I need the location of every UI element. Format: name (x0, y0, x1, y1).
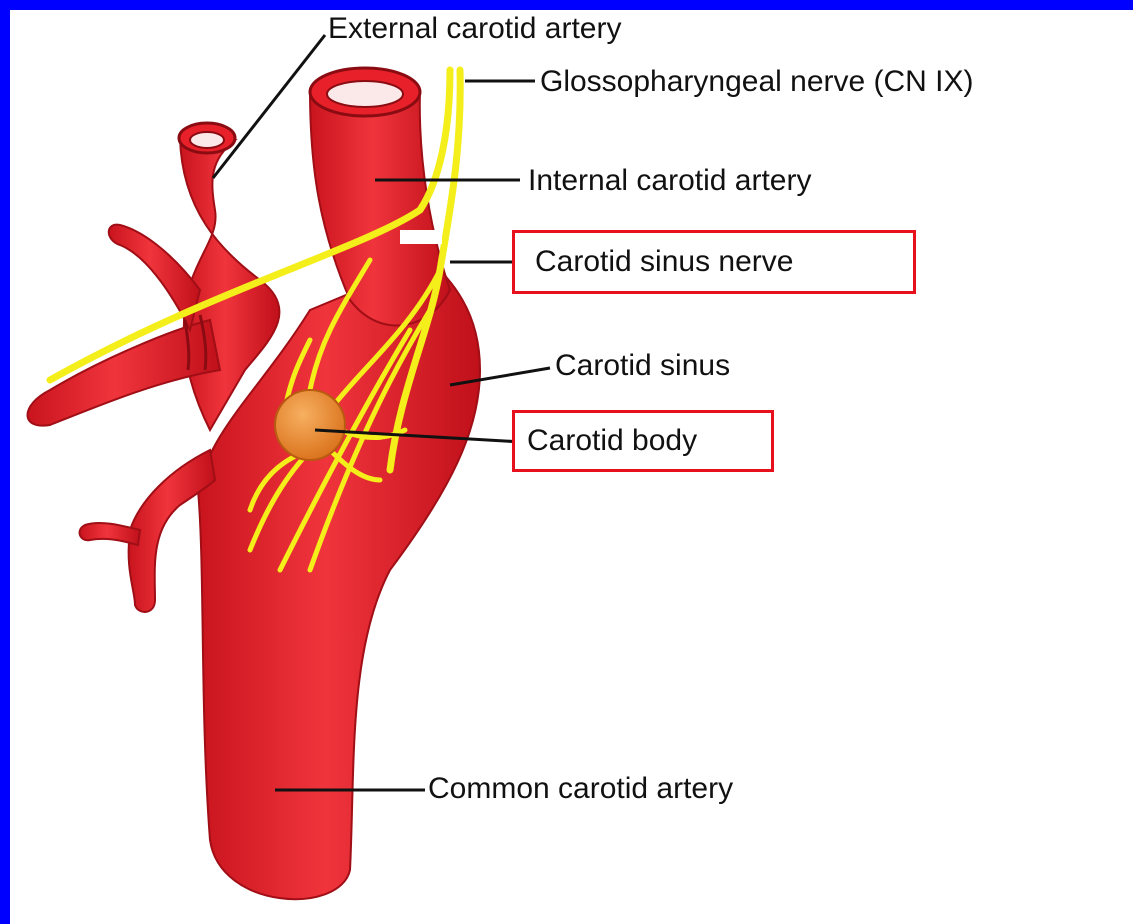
diagram-frame: External carotid artery Glossopharyngeal… (10, 10, 1133, 924)
highlight-box-carotid-sinus-nerve: Carotid sinus nerve (512, 230, 916, 294)
label-carotid-sinus: Carotid sinus (555, 349, 730, 383)
label-internal-carotid-artery: Internal carotid artery (528, 164, 811, 198)
label-external-carotid-artery: External carotid artery (328, 12, 621, 46)
label-carotid-sinus-nerve: Carotid sinus nerve (535, 245, 793, 279)
carotid-body (275, 390, 345, 460)
label-common-carotid-artery: Common carotid artery (428, 772, 733, 806)
highlight-box-carotid-body: Carotid body (512, 410, 774, 472)
label-carotid-body: Carotid body (527, 424, 697, 458)
label-glossopharyngeal-nerve: Glossopharyngeal nerve (CN IX) (540, 65, 974, 99)
